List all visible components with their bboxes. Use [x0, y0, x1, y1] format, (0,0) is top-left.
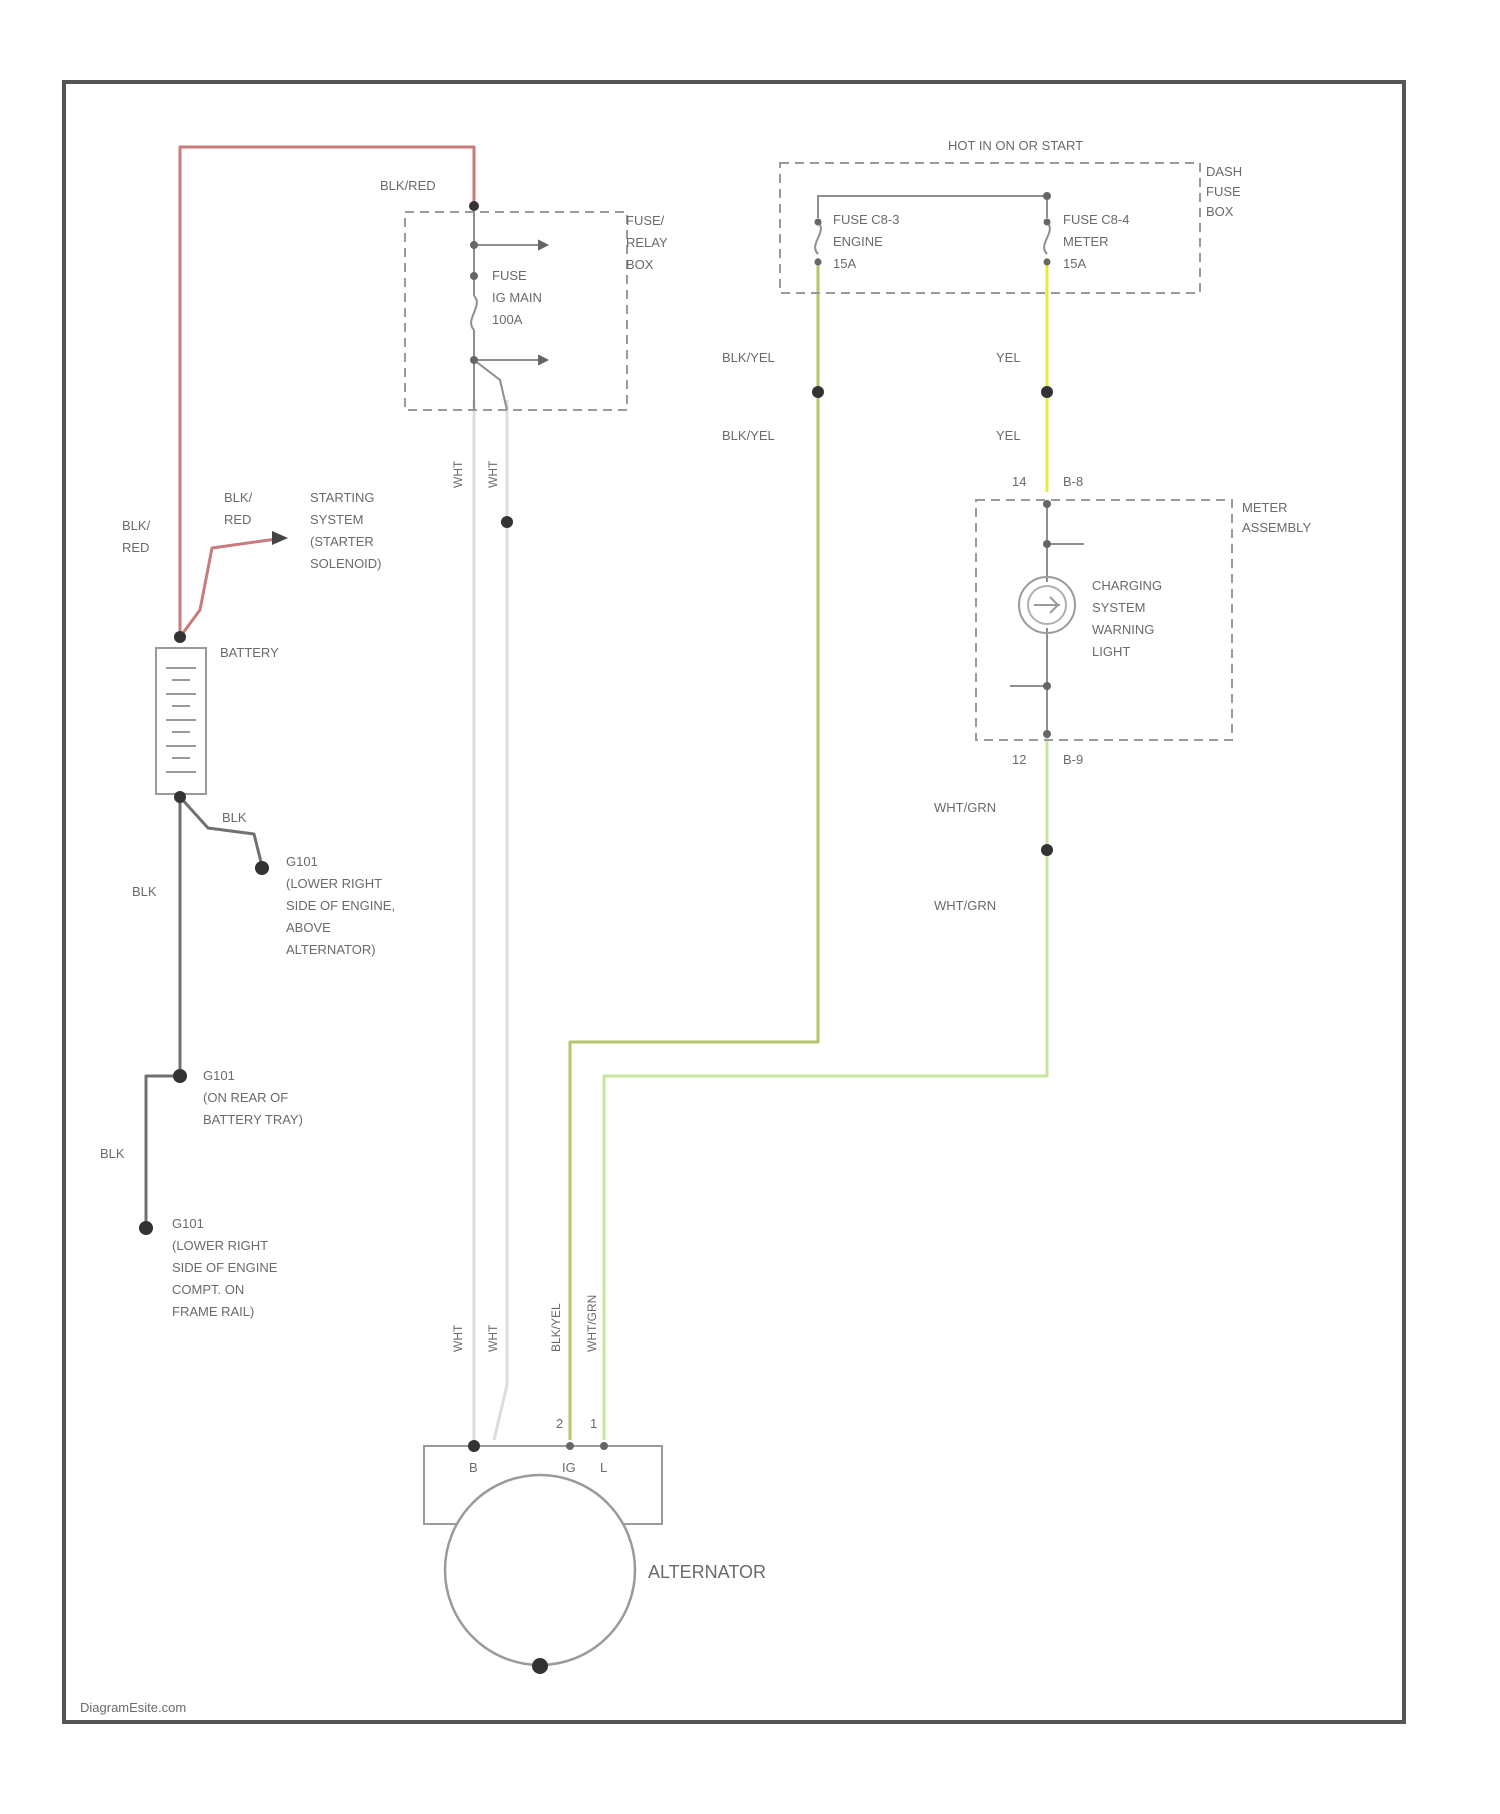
meter-pin-top: 14 [1012, 474, 1026, 489]
alternator-pin-ig: 2 [556, 1416, 563, 1431]
ground-g101-frame [139, 1221, 153, 1235]
wire-blk-yel-ig [570, 258, 818, 1440]
meter-assembly-label: METER ASSEMBLY [1242, 500, 1311, 535]
wire-label-blk-red: BLK/ RED [224, 490, 256, 527]
meter-connector-bottom: B-9 [1063, 752, 1083, 767]
relay-box-pin [469, 201, 479, 211]
fuse-relay-box-label: FUSE/ RELAY BOX [626, 213, 671, 272]
alternator-body-icon [445, 1475, 635, 1665]
wire-label-blk-yel: BLK/YEL [722, 350, 775, 365]
fuse-ig-main-symbol [471, 296, 477, 330]
splice-blk-yel [812, 386, 824, 398]
alternator-terminal-l [600, 1442, 608, 1450]
splice-yel [1041, 386, 1053, 398]
ground-g101-engine [255, 861, 269, 875]
dash-fuse-pin [1044, 259, 1051, 266]
relay-box-pin [470, 272, 478, 280]
wire-label-blk: BLK [132, 884, 157, 899]
dash-fuse-pin [1044, 219, 1051, 226]
wire-blk-red-to-starter [180, 538, 284, 637]
relay-box-internal-wire [474, 206, 507, 410]
dash-fuse-pin [815, 259, 822, 266]
starter-arrow-icon [272, 531, 288, 545]
alternator-terminal-ig [566, 1442, 574, 1450]
battery-positive-terminal [174, 631, 186, 643]
battery-negative-terminal [174, 791, 186, 803]
alternator-terminal-ig-label: IG [562, 1460, 576, 1475]
fuse-ig-main-label: FUSE IG MAIN 100A [492, 268, 545, 327]
meter-assembly-box [976, 500, 1232, 740]
wire-blk-to-g101-engine [180, 797, 262, 866]
alternator-pin-l: 1 [590, 1416, 597, 1431]
watermark: DiagramEsite.com [80, 1700, 186, 1715]
fuse-c8-3-label: FUSE C8-3 ENGINE 15A [833, 212, 903, 271]
fuse-c8-3-symbol [815, 222, 821, 254]
dash-fuse-pin [1043, 192, 1051, 200]
fuse-c8-4-symbol [1044, 222, 1050, 254]
diagram-frame [64, 82, 1404, 1722]
wire-label-blk-yel: BLK/YEL [722, 428, 775, 443]
ground-g101-tray [173, 1069, 187, 1083]
warning-lamp-icon [1019, 577, 1075, 633]
wire-blk-g101-tray-to-frame [146, 1076, 180, 1226]
wire-label-wht: WHT [486, 1324, 500, 1352]
alternator-terminal-l-label: L [600, 1460, 607, 1475]
wire-label-blk: BLK [100, 1146, 125, 1161]
meter-pin [1043, 730, 1051, 738]
ground-g101-engine-label: G101 (LOWER RIGHT SIDE OF ENGINE, ABOVE … [286, 854, 399, 957]
fuse-c8-4-label: FUSE C8-4 METER 15A [1063, 212, 1133, 271]
wire-wht-b-terminal-b [494, 400, 507, 1440]
splice-wht [501, 516, 513, 528]
splice-wht-grn [1041, 844, 1053, 856]
wire-label-blk-red: BLK/RED [380, 178, 436, 193]
fuse-relay-box [405, 212, 627, 410]
meter-pin [1043, 500, 1051, 508]
wire-label-yel: YEL [996, 428, 1021, 443]
wire-label-wht-grn: WHT/GRN [934, 898, 996, 913]
alternator-ground [532, 1658, 548, 1674]
dash-fuse-box [780, 163, 1200, 293]
wire-wht-grn-l [604, 736, 1047, 1440]
charging-warning-light-label: CHARGING SYSTEM WARNING LIGHT [1092, 578, 1166, 659]
starting-system-label: STARTING SYSTEM (STARTER SOLENOID) [310, 490, 382, 571]
wire-label-wht-grn: WHT/GRN [934, 800, 996, 815]
meter-pin [1043, 540, 1051, 548]
alternator-label: ALTERNATOR [648, 1562, 766, 1582]
wire-label-wht-grn: WHT/GRN [585, 1295, 599, 1352]
wire-label-wht: WHT [486, 460, 500, 488]
meter-pin-bottom: 12 [1012, 752, 1026, 767]
meter-pin [1043, 682, 1051, 690]
ground-g101-frame-label: G101 (LOWER RIGHT SIDE OF ENGINE COMPT. … [172, 1216, 281, 1319]
alternator-terminal-b [468, 1440, 480, 1452]
wire-label-wht: WHT [451, 1324, 465, 1352]
ground-g101-tray-label: G101 (ON REAR OF BATTERY TRAY) [203, 1068, 303, 1127]
wire-label-blk-red: BLK/ RED [122, 518, 154, 555]
meter-connector-top: B-8 [1063, 474, 1083, 489]
wire-label-blk-yel: BLK/YEL [549, 1303, 563, 1352]
relay-box-pin [470, 356, 478, 364]
battery-icon [156, 648, 206, 794]
dash-fuse-box-label: DASH FUSE BOX [1206, 164, 1246, 219]
wire-label-blk: BLK [222, 810, 247, 825]
battery-label: BATTERY [220, 645, 279, 660]
dash-fuse-pin [815, 219, 822, 226]
relay-box-pin [470, 241, 478, 249]
wire-label-wht: WHT [451, 460, 465, 488]
alternator-terminal-b-label: B [469, 1460, 478, 1475]
wire-label-yel: YEL [996, 350, 1021, 365]
hot-in-on-or-start-label: HOT IN ON OR START [948, 138, 1083, 153]
